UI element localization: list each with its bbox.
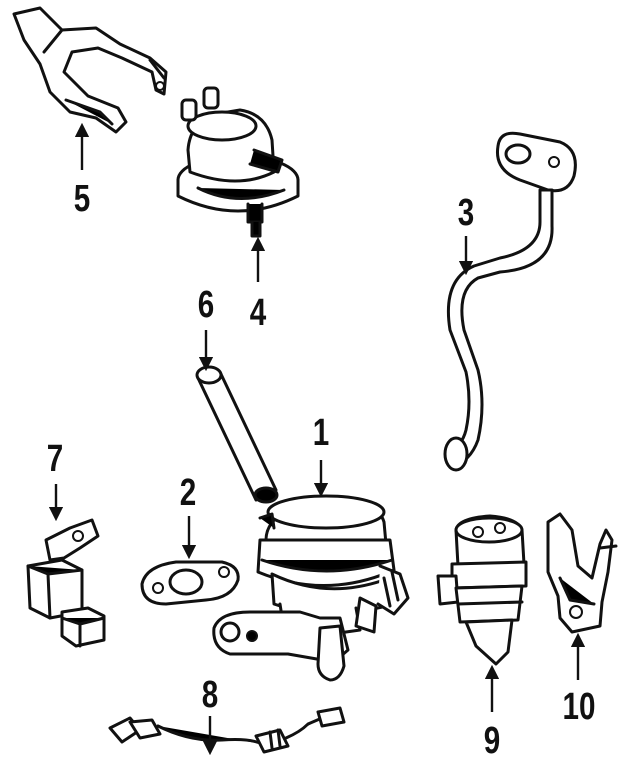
part-7-solenoid — [26, 518, 106, 648]
part-2-gasket — [140, 560, 240, 606]
callout-7: 7 — [46, 438, 64, 480]
callout-5: 5 — [73, 178, 91, 220]
leader-lines — [48, 122, 586, 756]
callout-4: 4 — [249, 292, 267, 334]
callout-1: 1 — [312, 412, 330, 454]
part-3-hose — [443, 131, 577, 472]
callout-6: 6 — [197, 284, 215, 326]
callout-8: 8 — [201, 674, 219, 716]
part-10-bracket — [546, 512, 618, 634]
part-5-bracket — [12, 6, 168, 134]
part-9-valve — [436, 514, 528, 666]
part-4-vacuum-modulator — [176, 86, 300, 238]
part-8-sensor — [108, 706, 346, 754]
callout-2: 2 — [179, 472, 197, 514]
callout-3: 3 — [457, 192, 475, 234]
callout-10: 10 — [562, 686, 596, 728]
callout-9: 9 — [483, 720, 501, 762]
part-1-egr-valve — [212, 494, 410, 682]
